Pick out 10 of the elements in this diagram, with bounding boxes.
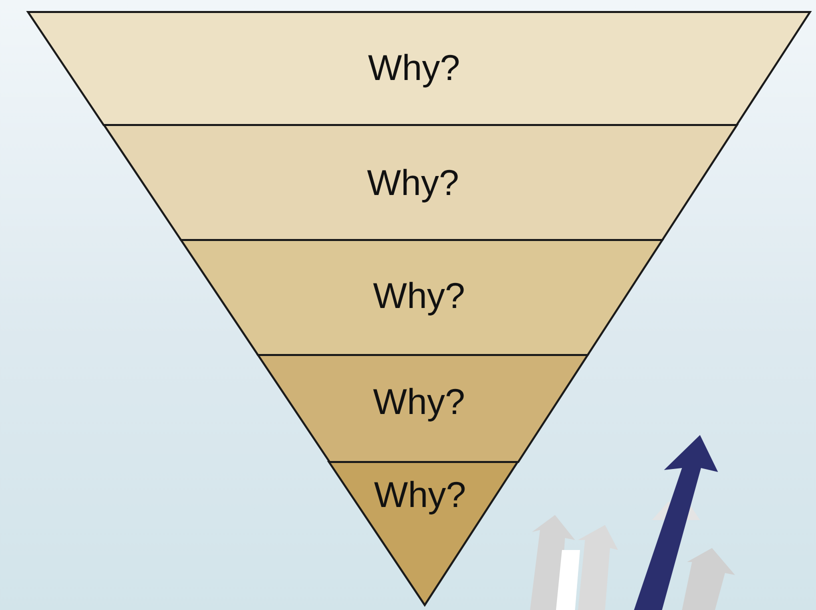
layer-label: Why? <box>372 275 465 317</box>
funnel-layer <box>180 240 662 355</box>
funnel-layer <box>258 355 588 462</box>
funnel-layer <box>329 462 518 605</box>
layer-label: Why? <box>372 381 465 423</box>
layer-label: Why? <box>366 162 459 204</box>
funnel-layer <box>28 12 810 125</box>
layer-label: Why? <box>368 47 460 89</box>
funnel-layer <box>104 125 737 240</box>
layer-label: Why? <box>374 474 466 516</box>
